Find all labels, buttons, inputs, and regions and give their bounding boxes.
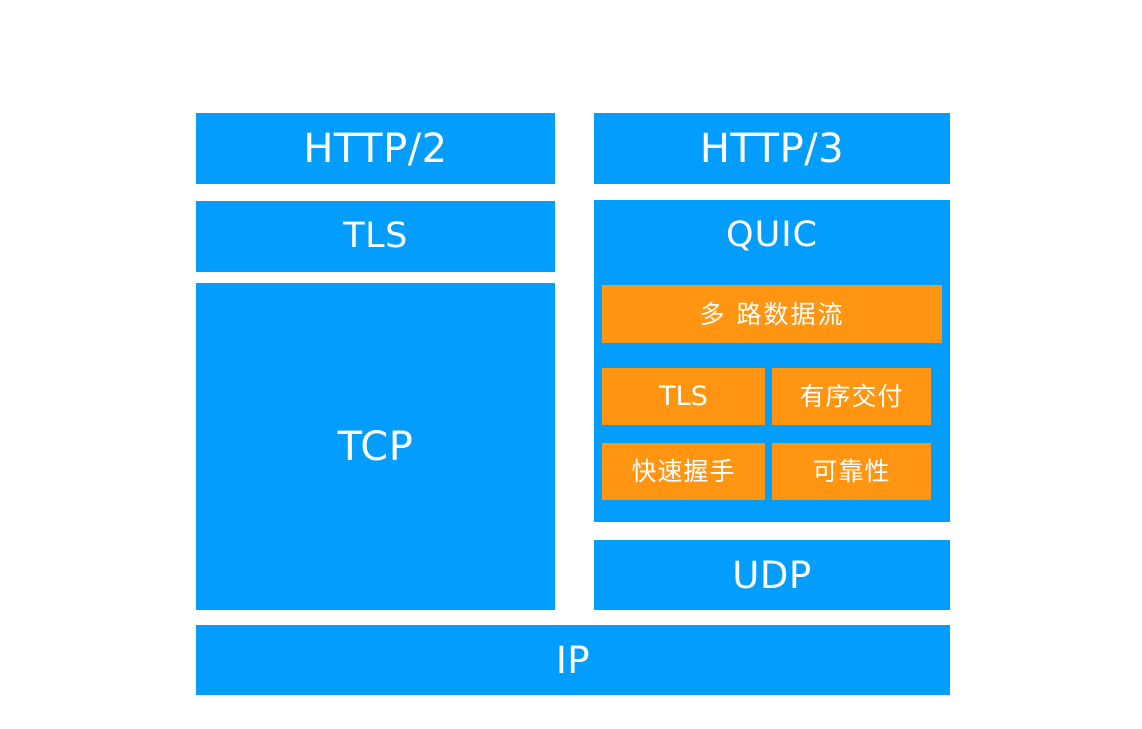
quic-feature-tls: TLS (602, 368, 765, 425)
layer-http2: HTTP/2 (196, 113, 555, 184)
layer-http3: HTTP/3 (594, 113, 950, 184)
quic-feature-fast-handshake: 快速握手 (602, 443, 765, 500)
layer-quic: QUIC 多 路数据流 TLS 有序交付 快速握手 可靠性 (594, 200, 950, 522)
layer-tls-left: TLS (196, 201, 555, 272)
layer-ip: IP (196, 625, 950, 695)
layer-tcp: TCP (196, 283, 555, 610)
quic-feature-ordered-delivery: 有序交付 (772, 368, 931, 425)
quic-feature-multiplexed-streams: 多 路数据流 (602, 285, 942, 343)
layer-quic-label: QUIC (726, 214, 818, 255)
layer-udp: UDP (594, 540, 950, 610)
quic-feature-reliability: 可靠性 (772, 443, 931, 500)
